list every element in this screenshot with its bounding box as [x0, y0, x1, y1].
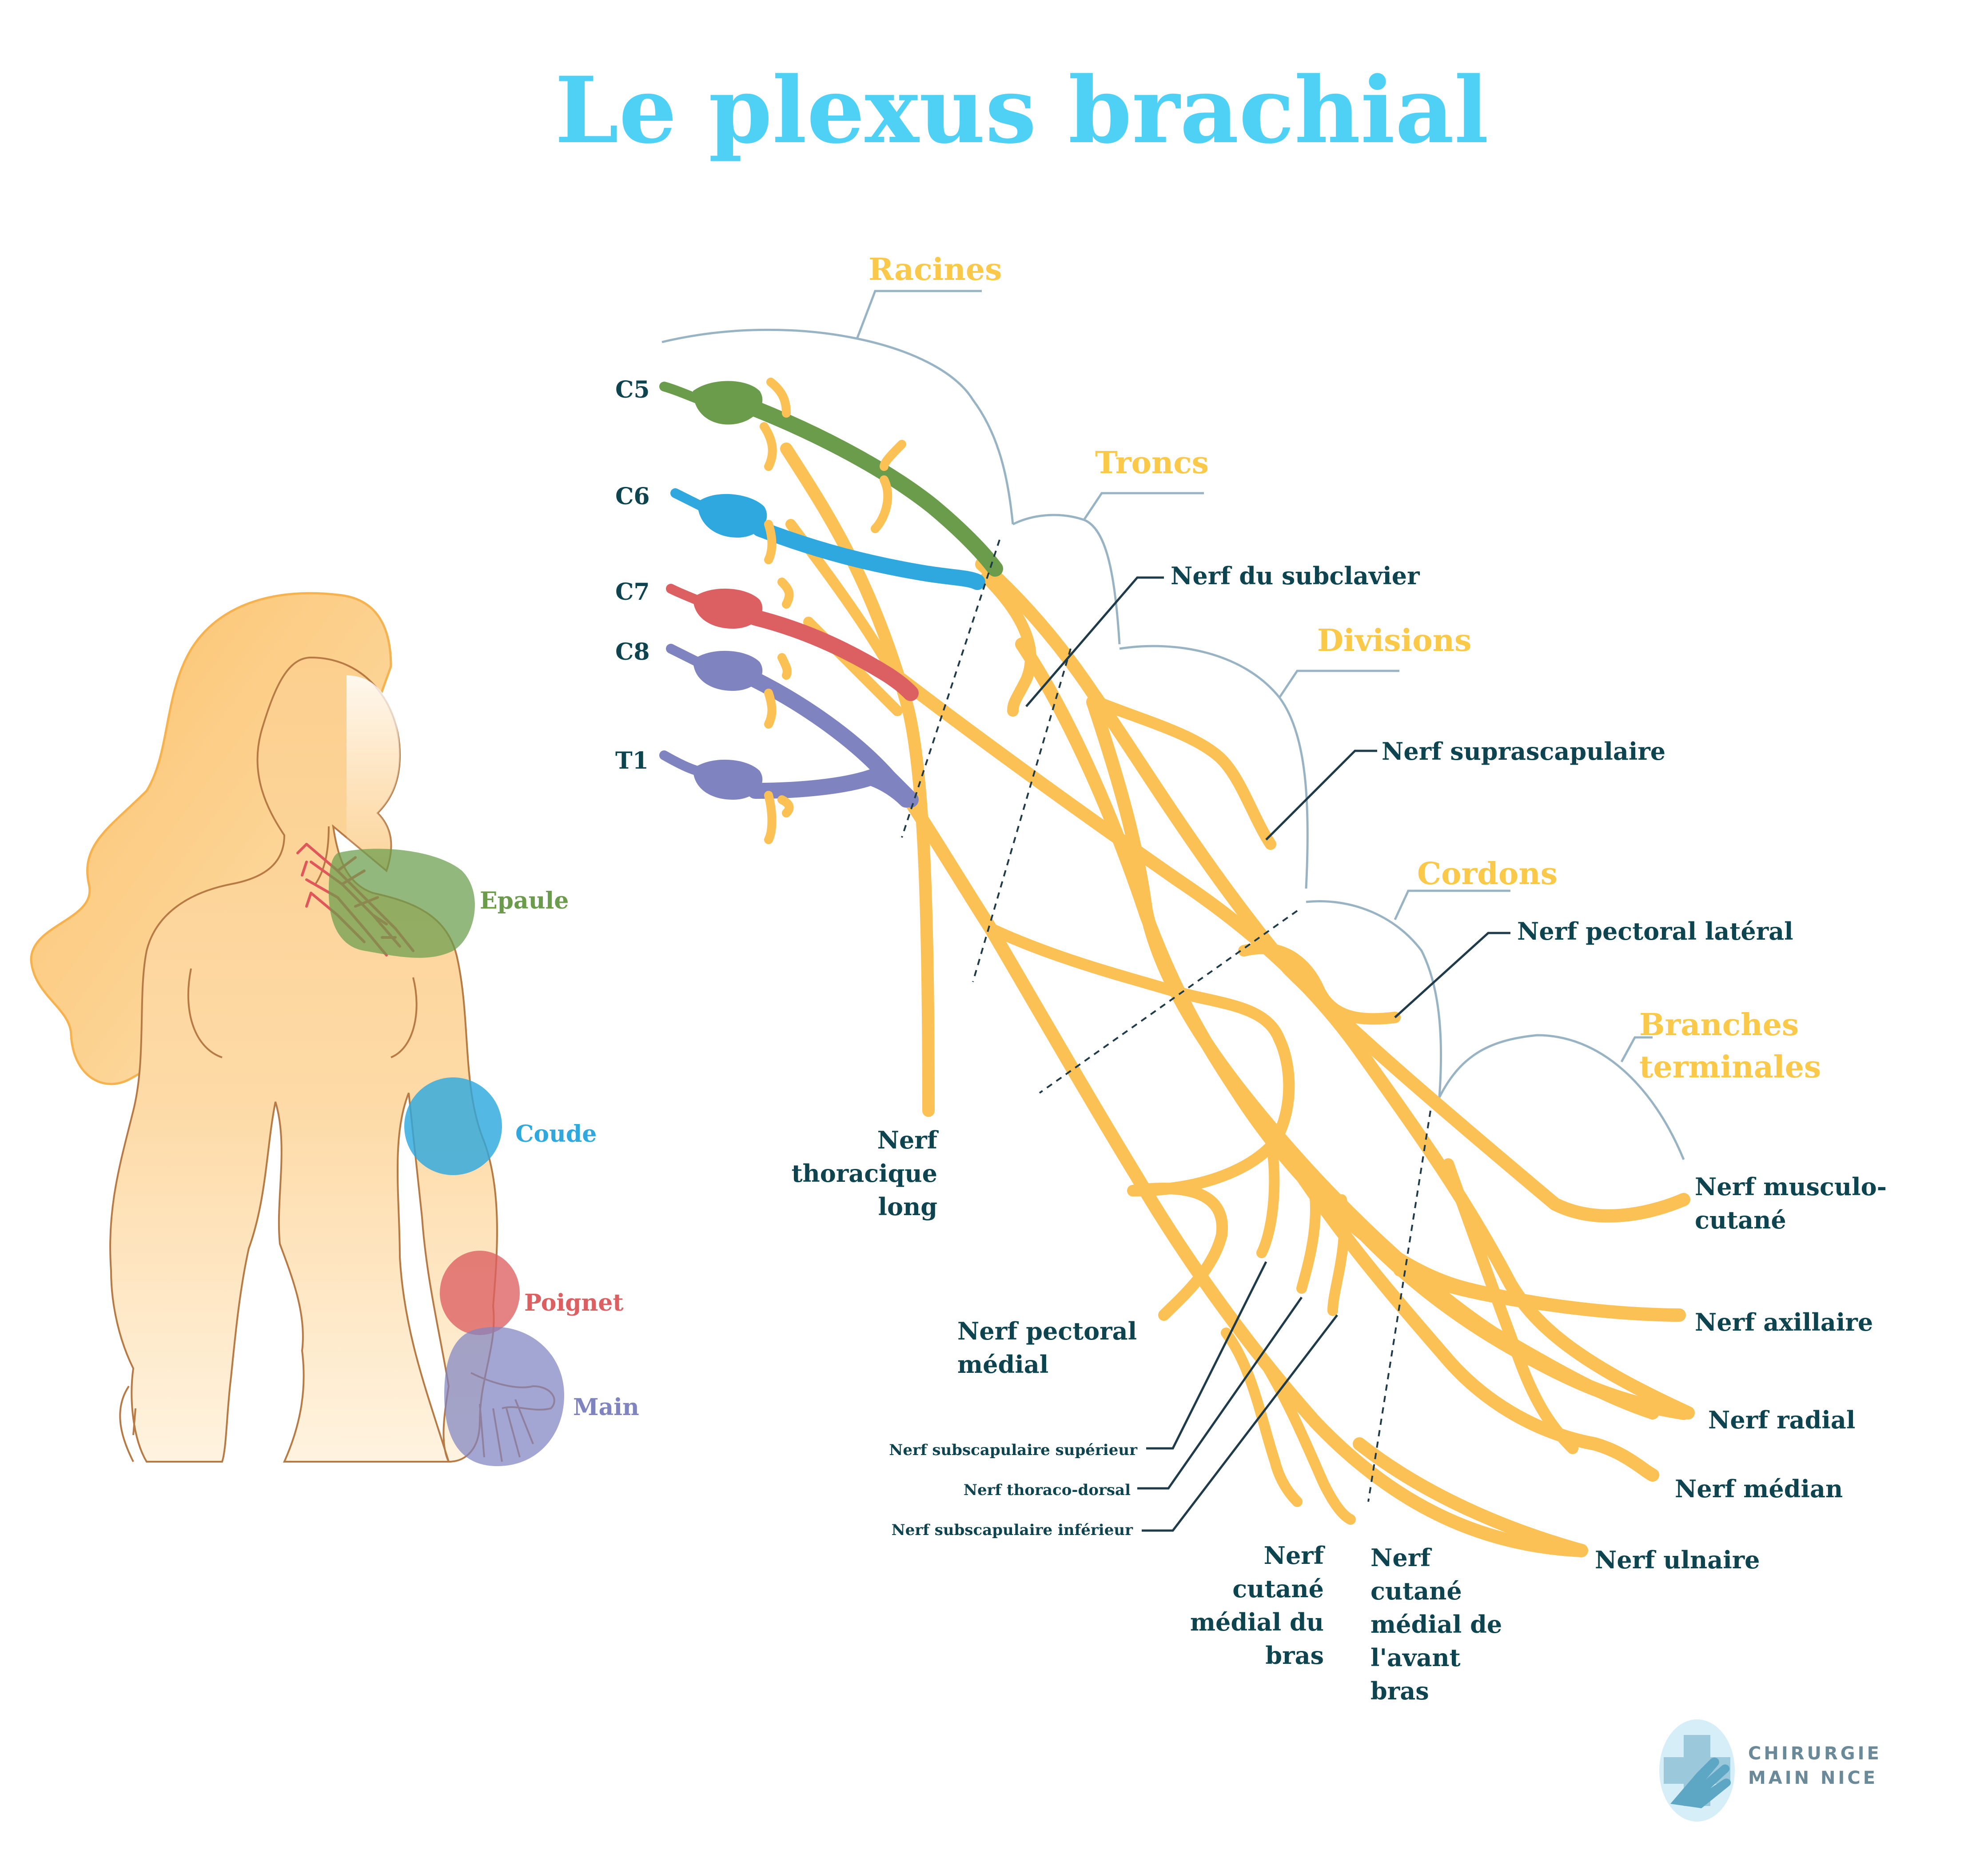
root-t1-ganglion: [693, 759, 763, 800]
region-label-poignet: Poignet: [524, 1289, 623, 1316]
nerve-middle-trunk: [895, 673, 1695, 1419]
nerve-axillary-link: [1394, 1265, 1685, 1321]
body-silhouette: [109, 656, 498, 1463]
root-c8-ganglion: [693, 650, 763, 691]
label-nerf-musculo-cutane: Nerf musculo- cutané: [1695, 1172, 1887, 1234]
region-epaule-blob: [329, 849, 475, 958]
body-contour-left-hand: [119, 1385, 136, 1462]
bracket-cordons: [1306, 889, 1510, 1098]
label-cutane-avant-bras-l3: médial de: [1370, 1610, 1502, 1639]
section-label-divisions: Divisions: [1317, 623, 1471, 658]
label-nerf-subscapulaire-superieur: Nerf subscapulaire supérieur: [889, 1441, 1138, 1459]
root-c5-ganglion: [693, 381, 763, 425]
label-nerf-cutane-medial-bras: Nerf cutané médial du bras: [1190, 1541, 1326, 1670]
label-nerf-pectoral-medial: Nerf pectoral médial: [957, 1317, 1137, 1379]
logo: CHIRURGIE MAIN NICE: [1659, 1719, 1882, 1822]
root-t1-trunk: [747, 769, 914, 808]
body-figure: Epaule Coude Poignet Main: [30, 592, 639, 1466]
region-poignet-blob: [440, 1251, 520, 1335]
label-musculo-cutane-l2: cutané: [1695, 1206, 1786, 1234]
nerve-suprascapulaire: [1092, 696, 1276, 850]
label-thoracique-long-l1: Nerf: [877, 1126, 939, 1154]
label-nerf-subscapulaire-inferieur: Nerf subscapulaire inférieur: [892, 1521, 1133, 1539]
root-label-c5: C5: [615, 376, 650, 403]
label-pectoral-medial-l1: Nerf pectoral: [957, 1317, 1137, 1345]
logo-cross: [1664, 1735, 1730, 1806]
nerve-medial-cutaneous-forearm: [1252, 1345, 1356, 1525]
section-label-branches-2: terminales: [1639, 1049, 1821, 1085]
label-thoracique-long-l3: long: [878, 1192, 937, 1221]
nerve-medial-cutaneous-arm: [1221, 1328, 1303, 1507]
face-highlight: [347, 675, 400, 871]
label-nerf-thoraco-dorsal: Nerf thoraco-dorsal: [964, 1481, 1131, 1499]
page-title: Le plexus brachial: [555, 57, 1489, 164]
region-coude-blob: [404, 1077, 502, 1175]
root-label-c7: C7: [615, 578, 650, 606]
bracket-divisions: [1119, 645, 1399, 889]
section-brackets: [661, 290, 1685, 1160]
nerve-pectoral-lateral: [1238, 942, 1401, 1025]
label-cutane-medial-bras-l3: médial du: [1190, 1608, 1324, 1636]
nerve-radial: [1326, 1192, 1691, 1420]
label-cutane-avant-bras-l2: cutané: [1370, 1577, 1462, 1605]
label-pectoral-medial-l2: médial: [957, 1350, 1048, 1379]
body-contour-breast: [187, 968, 418, 1058]
label-nerf-cutane-medial-avant-bras: Nerf cutané médial de l'avant bras: [1370, 1543, 1502, 1705]
root-c5-trunk: [747, 401, 1003, 577]
region-label-coude: Coude: [515, 1120, 597, 1148]
label-nerf-ulnaire: Nerf ulnaire: [1595, 1546, 1760, 1574]
label-cutane-avant-bras-l4: l'avant: [1370, 1643, 1461, 1672]
root-label-c8: C8: [615, 638, 650, 666]
label-nerf-axillaire: Nerf axillaire: [1695, 1308, 1873, 1336]
label-cutane-medial-bras-l1: Nerf: [1264, 1541, 1326, 1570]
nerve-long-thoracic: [780, 443, 935, 1117]
label-thoracique-long-l2: thoracique: [792, 1159, 937, 1188]
nerve-inferior-trunk: [900, 789, 1588, 1557]
nerve-subscapular-upper: [1256, 1132, 1280, 1258]
label-musculo-cutane-l1: Nerf musculo-: [1695, 1172, 1887, 1201]
label-cutane-medial-bras-l4: bras: [1265, 1641, 1324, 1670]
nerve-pectoral-medial: [1127, 1182, 1228, 1321]
root-c7-trunk: [747, 610, 919, 701]
logo-line-2: MAIN NICE: [1748, 1768, 1878, 1788]
nerve-ulnar: [1353, 1437, 1588, 1557]
section-label-cordons: Cordons: [1417, 856, 1558, 892]
label-cutane-medial-bras-l2: cutané: [1232, 1575, 1324, 1603]
plexus-nerves: [780, 443, 1695, 1557]
roots: [659, 378, 1003, 844]
section-dividers: [901, 539, 1431, 1502]
root-twigs: [760, 378, 906, 844]
root-label-t1: T1: [615, 747, 649, 774]
section-label-troncs: Troncs: [1095, 445, 1209, 481]
label-nerf-suprascapulaire: Nerf suprascapulaire: [1382, 737, 1665, 766]
region-main-blob: [444, 1327, 564, 1466]
nerve-superior-trunk: [975, 558, 1690, 1223]
label-nerf-median: Nerf médian: [1675, 1475, 1843, 1503]
label-nerf-thoracique-long: Nerf thoracique long: [792, 1126, 939, 1221]
root-label-c6: C6: [615, 483, 650, 510]
root-c6-ganglion: [697, 494, 767, 538]
root-c7-ganglion: [693, 588, 763, 629]
label-cutane-avant-bras-l1: Nerf: [1370, 1543, 1432, 1572]
nerve-thoracodorsal: [1296, 1168, 1321, 1294]
label-cutane-avant-bras-l5: bras: [1370, 1677, 1429, 1705]
label-nerf-pectoral-lateral: Nerf pectoral latéral: [1517, 917, 1793, 945]
leader-lines: [1025, 576, 1510, 1532]
label-nerf-radial: Nerf radial: [1708, 1406, 1855, 1434]
label-nerf-subclavier: Nerf du subclavier: [1171, 562, 1420, 590]
region-label-main: Main: [573, 1394, 639, 1421]
section-label-branches-1: Branches: [1639, 1007, 1799, 1043]
root-c6-trunk: [752, 521, 985, 590]
logo-line-1: CHIRURGIE: [1748, 1743, 1882, 1764]
logo-hand: [1670, 1757, 1731, 1808]
bracket-troncs: [1012, 492, 1204, 645]
section-label-racines: Racines: [869, 252, 1002, 287]
nerve-medial-cord-connector: [985, 923, 1295, 1196]
region-label-epaule: Epaule: [480, 887, 569, 914]
bracket-racines: [661, 290, 1014, 525]
bracket-branches: [1438, 1034, 1685, 1160]
